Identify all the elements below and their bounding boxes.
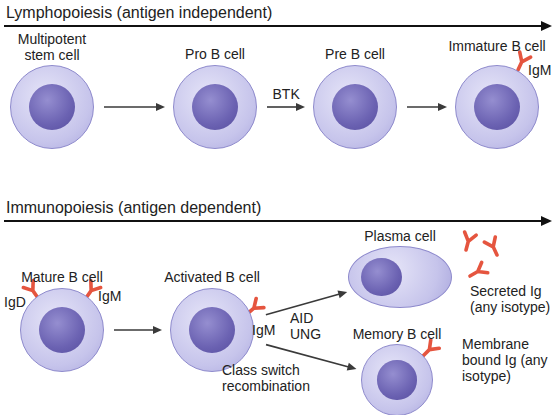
annotation-label: AID UNG bbox=[290, 310, 322, 342]
cell-nucleus bbox=[39, 307, 85, 353]
cell-nucleus bbox=[192, 84, 238, 130]
annotation-label: IgD bbox=[4, 294, 26, 310]
cell-label: Mature B cell bbox=[21, 269, 103, 285]
cell-nucleus bbox=[189, 307, 235, 353]
cell-label: Pre B cell bbox=[325, 46, 385, 62]
section-heading: Lymphopoiesis (antigen independent) bbox=[6, 3, 272, 22]
annotation-label: Class switch recombination bbox=[222, 362, 318, 394]
antibody-symbol bbox=[460, 232, 476, 252]
timeline-line bbox=[4, 25, 544, 27]
cell-label: Activated B cell bbox=[164, 269, 260, 285]
timeline-arrowhead bbox=[541, 216, 552, 226]
cell-circle: Memory B cell bbox=[361, 344, 433, 415]
antibody-symbol bbox=[467, 262, 488, 281]
arrowhead bbox=[337, 290, 347, 298]
antibody-symbol bbox=[484, 237, 502, 257]
cell-nucleus bbox=[377, 360, 416, 399]
arrowhead bbox=[153, 326, 162, 334]
cell-label: Memory B cell bbox=[353, 326, 442, 342]
cell-circle: Immature B cell bbox=[455, 65, 539, 149]
cell-nucleus bbox=[474, 84, 520, 130]
annotation-label: IgM bbox=[528, 62, 551, 78]
cell-circle: Multipotent stem cell bbox=[10, 65, 94, 149]
arrowhead bbox=[438, 103, 447, 111]
timeline-line bbox=[4, 220, 544, 222]
cell-nucleus bbox=[332, 84, 378, 130]
connector-line bbox=[407, 106, 440, 108]
arrow-connector bbox=[267, 103, 305, 111]
section-heading: Immunopoiesis (antigen dependent) bbox=[6, 198, 261, 217]
cell-circle: Mature B cell bbox=[20, 288, 104, 372]
annotation-label: IgM bbox=[252, 322, 275, 338]
arrow-connector bbox=[104, 103, 165, 111]
connector-line bbox=[267, 106, 298, 108]
connector-line bbox=[104, 106, 158, 108]
cell-nucleus bbox=[361, 258, 402, 296]
edge-label: BTK bbox=[273, 86, 300, 102]
arrowhead bbox=[347, 363, 357, 371]
cell-circle: Activated B cell bbox=[170, 288, 254, 372]
cell-circle: Pre B cell bbox=[313, 65, 397, 149]
timeline-arrowhead bbox=[541, 21, 552, 31]
cell-label: Plasma cell bbox=[364, 228, 436, 244]
cell-circle: Pro B cell bbox=[173, 65, 257, 149]
arrowhead bbox=[156, 103, 165, 111]
annotation-label: Secreted Ig (any isotype) bbox=[470, 283, 556, 315]
annotation-label: IgM bbox=[98, 288, 121, 304]
cell-label: Immature B cell bbox=[448, 38, 545, 54]
cell-label: Multipotent stem cell bbox=[6, 31, 98, 63]
cell-nucleus bbox=[29, 84, 75, 130]
arrow-connector bbox=[407, 103, 447, 111]
arrow-connector bbox=[114, 326, 162, 334]
arrowhead bbox=[296, 103, 305, 111]
cell-label: Pro B cell bbox=[185, 46, 245, 62]
cell-oval: Plasma cell bbox=[348, 246, 452, 308]
annotation-label: Membrane bound Ig (any isotype) bbox=[462, 336, 554, 384]
connector-line bbox=[114, 329, 155, 331]
